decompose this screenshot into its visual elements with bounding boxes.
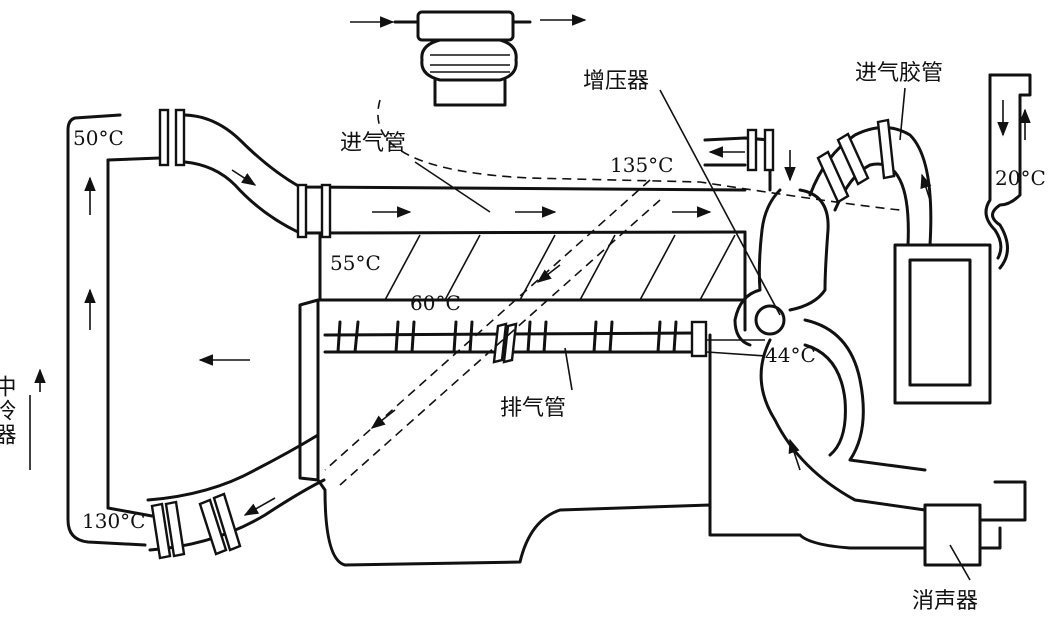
temp-60: 60°C <box>410 291 461 315</box>
fresh-air-inlet <box>984 73 1032 270</box>
temp-44: 44°C <box>765 343 816 367</box>
label-exhaust-pipe: 排气管 <box>500 396 566 421</box>
exhaust-manifold <box>323 320 766 364</box>
leader-line <box>29 87 971 581</box>
temp-130: 130°C <box>82 509 145 533</box>
flow-path <box>324 99 901 486</box>
label-intercooler: 中冷器 <box>0 375 17 447</box>
exhaust-downpipe <box>759 318 1027 567</box>
intercooler-core <box>66 113 162 547</box>
temp-50: 50°C <box>73 126 124 150</box>
intake-hose <box>808 118 992 405</box>
turbocharger <box>703 128 830 347</box>
label-intake-hose: 进气胶管 <box>855 61 943 86</box>
label-turbocharger: 增压器 <box>583 69 649 94</box>
temp-55: 55°C <box>330 251 381 275</box>
label-muffler: 消声器 <box>912 589 978 614</box>
pipe-clamp <box>150 492 242 560</box>
temp-135: 135°C <box>610 153 673 177</box>
pipe-clamp <box>158 108 332 239</box>
label-intake-pipe: 进气管 <box>340 131 406 156</box>
temp-20: 20°C <box>995 166 1046 190</box>
intake-pipe-upper <box>183 113 747 235</box>
air-filter-unit <box>350 10 587 107</box>
